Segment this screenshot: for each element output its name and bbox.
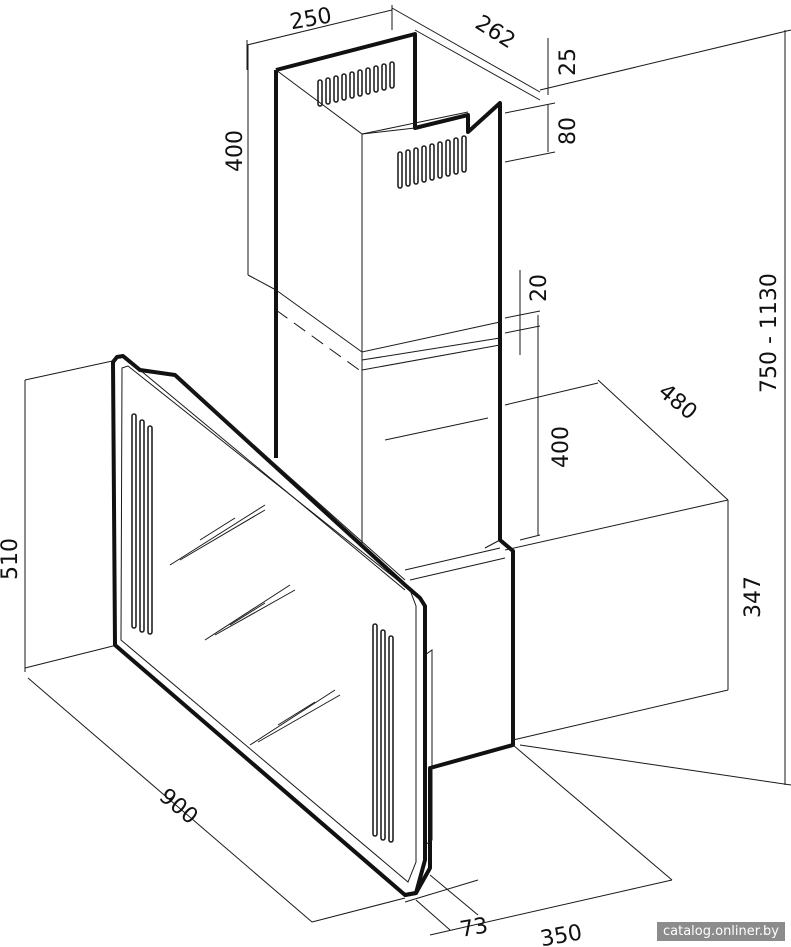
dim-panel-width: 900 xyxy=(154,784,202,830)
upper-vent-slots-icon xyxy=(317,61,395,107)
dim-base-depth: 350 xyxy=(538,920,584,947)
dim-body-height: 347 xyxy=(741,576,766,618)
dim-top-gap: 25 xyxy=(556,48,581,76)
dim-body-depth: 480 xyxy=(653,379,701,425)
dim-upper-chimney-height: 400 xyxy=(223,130,248,172)
watermark: catalog.onliner.by xyxy=(656,922,785,941)
upper-chimney-outline xyxy=(275,32,515,897)
dim-chimney-depth: 262 xyxy=(471,11,520,54)
dim-overlap: 20 xyxy=(527,274,552,302)
hood-outline xyxy=(274,32,515,897)
dim-vent-height: 80 xyxy=(556,117,581,145)
dim-total-height: 750 - 1130 xyxy=(757,273,782,393)
dim-chimney-width: 250 xyxy=(288,3,334,35)
front-vent-slots-icon xyxy=(397,135,467,189)
dim-lower-chimney-height: 400 xyxy=(549,426,574,468)
dimension-lines xyxy=(24,5,791,936)
glass-panel xyxy=(111,354,433,897)
dim-front-offset: 73 xyxy=(458,913,490,942)
dim-panel-height: 510 xyxy=(0,538,23,580)
